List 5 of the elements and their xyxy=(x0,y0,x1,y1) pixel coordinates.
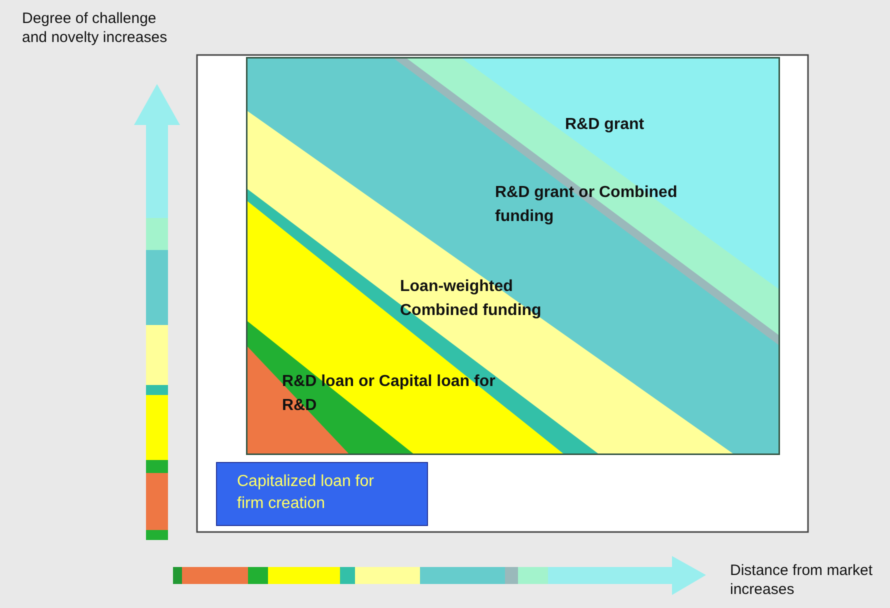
axis-title: Degree of challenge and novelty increases xyxy=(22,9,168,47)
axis-title: Distance from market increases xyxy=(730,561,874,599)
loan-box: Capitalized loan for firm creation xyxy=(216,462,428,526)
band-label: R&D grant xyxy=(565,113,705,137)
band-label: R&D grant or Combined funding xyxy=(495,181,685,229)
